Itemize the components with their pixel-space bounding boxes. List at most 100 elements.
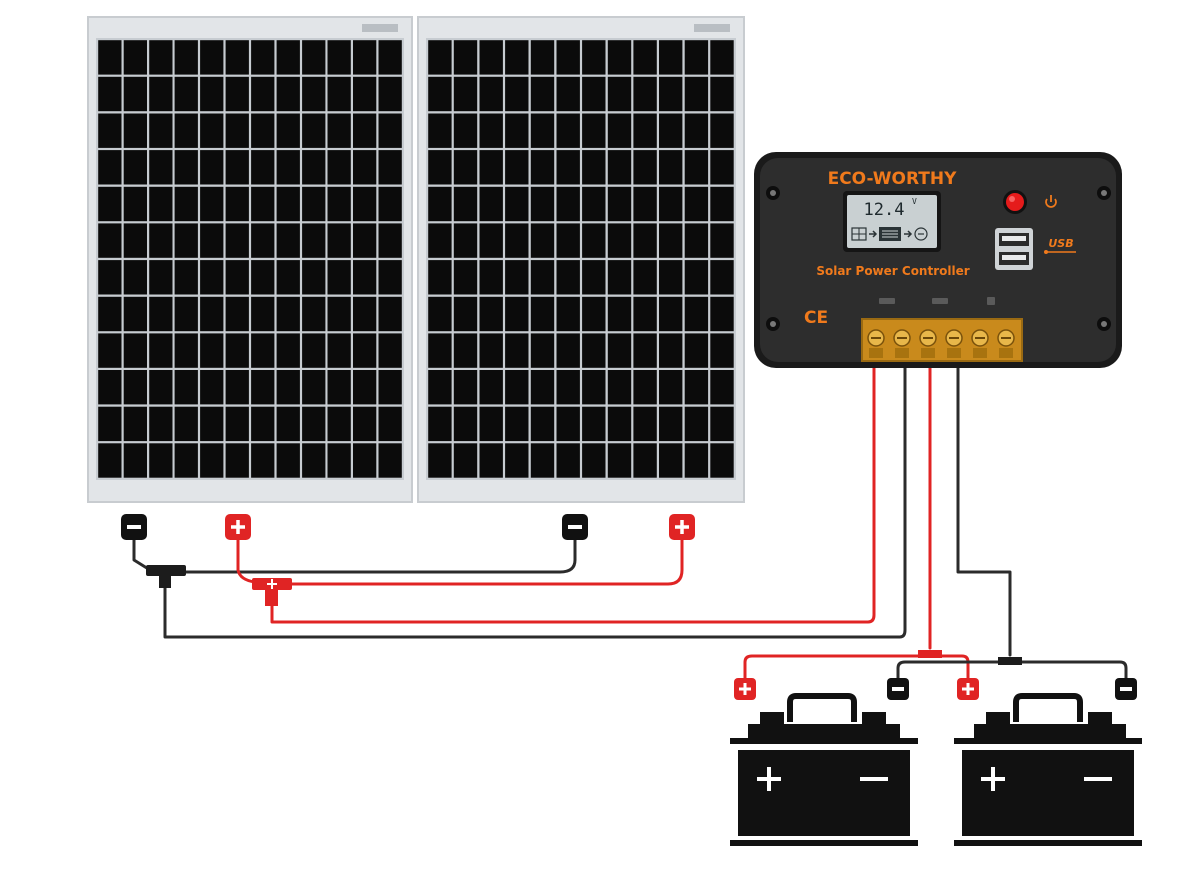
solar-cell xyxy=(530,333,555,368)
terminal-port-icons xyxy=(879,297,995,305)
solar-cell xyxy=(428,113,452,148)
power-button[interactable] xyxy=(1003,190,1027,214)
solar-cell xyxy=(327,223,351,258)
solar-cell xyxy=(710,370,734,405)
panel-label-plate xyxy=(362,24,398,32)
battery-positive-bus xyxy=(743,654,970,682)
battery-post xyxy=(862,712,886,726)
solar-cell xyxy=(149,113,173,148)
solar-cell xyxy=(98,443,122,478)
solar-cell xyxy=(225,40,249,75)
solar-cell xyxy=(607,40,632,75)
solar-cell xyxy=(505,443,529,478)
solar-cell xyxy=(582,260,606,295)
solar-cell xyxy=(276,333,300,368)
solar-cell xyxy=(200,40,224,75)
solar-cell xyxy=(200,296,224,332)
solar-cell xyxy=(327,186,351,222)
solar-cell xyxy=(530,223,555,258)
panel-right-positive-connector xyxy=(669,514,695,540)
solar-cell xyxy=(174,443,198,478)
terminal-block xyxy=(861,318,1023,362)
controller-panel-negative-wire xyxy=(163,363,907,639)
solar-cell xyxy=(251,443,275,478)
solar-cell xyxy=(684,76,709,112)
solar-cell xyxy=(633,223,657,258)
solar-cell xyxy=(149,150,173,185)
solar-cell xyxy=(530,260,555,295)
solar-cell xyxy=(123,40,147,75)
solar-charge-controller: ECO-WORTHY 12.4 V xyxy=(754,152,1122,368)
solar-cell xyxy=(479,186,503,222)
minus-icon xyxy=(892,687,904,691)
negative-branch-connector xyxy=(146,565,186,588)
solar-cell xyxy=(607,150,632,185)
solar-cell xyxy=(378,370,402,405)
solar-cell xyxy=(453,406,478,442)
solar-cell xyxy=(479,260,503,295)
solar-cell xyxy=(149,333,173,368)
solar-cell xyxy=(353,186,377,222)
solar-cell xyxy=(251,150,275,185)
solar-cell xyxy=(556,260,580,295)
solar-cell xyxy=(530,186,555,222)
solar-cell xyxy=(659,260,683,295)
solar-cell xyxy=(378,296,402,332)
solar-cell xyxy=(225,370,249,405)
solar-cell xyxy=(530,40,555,75)
solar-cell xyxy=(505,296,529,332)
battery-negative-splice xyxy=(998,657,1022,665)
mounting-hole xyxy=(1097,186,1111,200)
solar-cell xyxy=(149,406,173,442)
solar-cell xyxy=(149,260,173,295)
solar-cell xyxy=(353,296,377,332)
solar-cell xyxy=(479,370,503,405)
solar-cell xyxy=(98,333,122,368)
solar-cell xyxy=(225,443,249,478)
solar-cell xyxy=(149,370,173,405)
solar-cell xyxy=(479,223,503,258)
plus-icon xyxy=(675,520,689,534)
solar-cell xyxy=(505,406,529,442)
plus-icon xyxy=(739,683,751,695)
usb-ports[interactable] xyxy=(995,228,1033,270)
solar-cell xyxy=(479,406,503,442)
usb-label: USB xyxy=(1048,237,1073,250)
solar-cell xyxy=(582,370,606,405)
minus-icon xyxy=(1120,687,1132,691)
solar-panel-right xyxy=(417,16,745,503)
solar-cell xyxy=(302,40,326,75)
solar-cell xyxy=(302,113,326,148)
solar-cell xyxy=(353,260,377,295)
solar-cell xyxy=(327,333,351,368)
positive-branch-connector xyxy=(252,578,292,606)
solar-cell xyxy=(327,40,351,75)
solar-cell xyxy=(276,150,300,185)
solar-cell xyxy=(479,443,503,478)
solar-cell xyxy=(659,370,683,405)
solar-cell xyxy=(556,370,580,405)
solar-cell xyxy=(453,150,478,185)
lcd-load-icon xyxy=(914,227,928,241)
solar-cell xyxy=(174,186,198,222)
solar-cell xyxy=(276,260,300,295)
battery-left-negative-connector xyxy=(887,678,909,700)
solar-cell xyxy=(428,150,452,185)
battery-handle xyxy=(1013,693,1083,722)
solar-cell xyxy=(302,406,326,442)
solar-cell xyxy=(453,223,478,258)
solar-cell xyxy=(582,406,606,442)
solar-cell xyxy=(633,150,657,185)
solar-cell xyxy=(98,260,122,295)
plus-icon xyxy=(757,767,781,791)
solar-cell xyxy=(607,296,632,332)
solar-cell xyxy=(302,150,326,185)
solar-cell xyxy=(633,443,657,478)
solar-cell xyxy=(251,260,275,295)
solar-cell xyxy=(633,370,657,405)
solar-cell xyxy=(633,296,657,332)
solar-cell xyxy=(505,150,529,185)
solar-cell xyxy=(353,406,377,442)
solar-cell xyxy=(98,370,122,405)
battery-positive-splice xyxy=(918,650,942,658)
